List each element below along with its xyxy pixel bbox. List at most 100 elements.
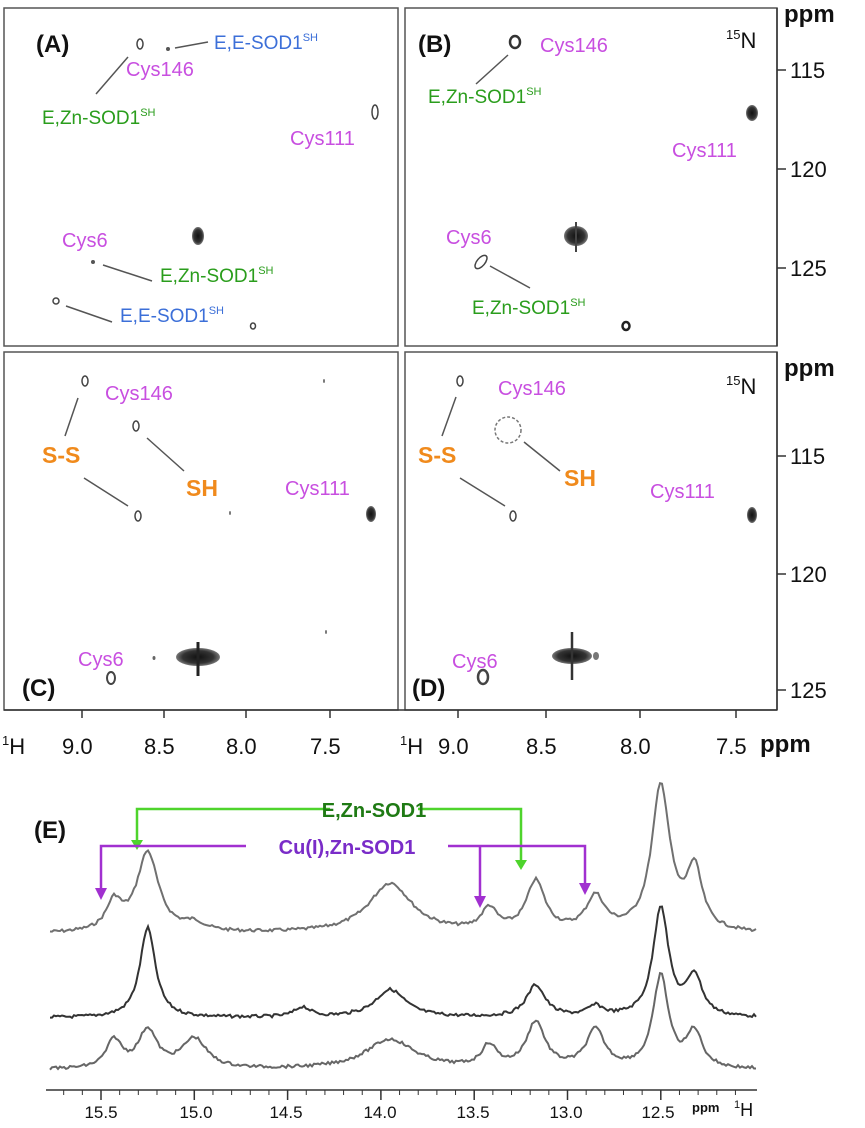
- peak-spot: [456, 375, 464, 387]
- leader-line: [475, 54, 509, 85]
- peak-spot: [323, 379, 325, 383]
- peak-spot: [366, 506, 376, 522]
- panel-b-letter: (B): [418, 31, 451, 58]
- label-ezn-sod1: E,Zn-SOD1SH: [42, 107, 156, 129]
- missing-peak-circle: [494, 416, 522, 444]
- n-tick-label: 115: [790, 444, 825, 469]
- leader-line: [64, 397, 79, 437]
- e-tick-label: 13.5: [456, 1103, 489, 1122]
- h-axis-label-left: 1H: [2, 733, 25, 759]
- panel-a-letter: (A): [36, 31, 69, 58]
- leader-line: [174, 41, 209, 49]
- n-axis-unit: ppm: [784, 1, 835, 28]
- h-axis: 1H 1H 9.0 8.5 8.0 7.5 9.0 8.5 8.0 7.5 pp…: [2, 709, 811, 759]
- panel-e: (E) E,Zn-SOD1 Cu(I),Zn-SOD1 15.5 15.: [34, 781, 757, 1122]
- peak-spot: [621, 320, 631, 332]
- label-ee-sod1: E,E-SOD1SH: [214, 32, 318, 54]
- panel-d-letter: (D): [412, 675, 445, 702]
- leader-line: [441, 396, 457, 437]
- bracket-cuzn: Cu(I),Zn-SOD1: [95, 837, 591, 908]
- label-sh: SH: [186, 475, 218, 501]
- peak-spot: [747, 507, 757, 523]
- n-axis-bottom: ppm 115 120 125: [776, 352, 835, 710]
- label-sh: SH: [564, 465, 596, 491]
- panel-a-frame: [3, 7, 399, 347]
- peak-spot: [106, 671, 116, 685]
- arrowhead: [95, 888, 107, 900]
- leader-line: [102, 264, 153, 282]
- spectrum-trace-middle: [50, 905, 757, 1020]
- e-tick-label: 13.0: [549, 1103, 582, 1122]
- peak-spot: [91, 260, 95, 264]
- peak-spot: [134, 510, 142, 522]
- h-tick-label: 8.5: [526, 734, 557, 759]
- spectrum-trace-top: [49, 781, 757, 934]
- n-tick-label: 125: [790, 256, 827, 281]
- peak-spot: [509, 510, 517, 522]
- e-tick-label: 15.0: [179, 1103, 212, 1122]
- peak-spot: [132, 420, 140, 432]
- peak-spot: [166, 47, 170, 51]
- n-axis-label: 15N: [726, 373, 756, 399]
- n-axis-label: 15N: [726, 27, 756, 53]
- peak-spot: [192, 227, 204, 245]
- peak-spot: [508, 34, 522, 50]
- label-cys146: Cys146: [540, 35, 608, 57]
- e-major-ticks: [100, 1090, 662, 1100]
- leader-line: [489, 265, 531, 289]
- leader-line: [523, 441, 561, 472]
- peak-spot: [249, 322, 257, 330]
- leader-line: [83, 477, 129, 507]
- n-tick-label: 125: [790, 678, 827, 703]
- peak-spot: [229, 511, 231, 515]
- label-cys6: Cys6: [62, 230, 108, 252]
- n-tick-label: 120: [790, 562, 827, 587]
- h-tick-label: 8.0: [620, 734, 651, 759]
- peak-spot: [746, 105, 758, 121]
- n-axis-top: ppm 115 120 125: [776, 1, 835, 346]
- panel-e-letter: (E): [34, 817, 66, 844]
- label-ss: S-S: [42, 442, 80, 468]
- h-tick-label: 8.0: [226, 734, 257, 759]
- h-axis-unit: ppm: [760, 731, 811, 758]
- panel-b: 15N Cys146 E,Zn-SOD1SH Cys111 Cys6 E,Zn-…: [428, 27, 758, 332]
- bracket-ezn: E,Zn-SOD1: [131, 800, 527, 870]
- peak-spot: [371, 104, 379, 120]
- panel-c-letter: (C): [22, 675, 55, 702]
- bracket-line: [448, 844, 587, 885]
- panel-d: 15N Cys146 S-S SH Cys111 Cys6: [418, 373, 757, 686]
- e-axis-unit: ppm: [692, 1100, 719, 1115]
- label-cys111: Cys111: [290, 128, 355, 150]
- label-cys111: Cys111: [672, 140, 737, 162]
- panel-c: Cys146 S-S SH Cys111 Cys6: [42, 375, 376, 685]
- peak-spot: [474, 254, 488, 270]
- leader-line: [146, 437, 185, 472]
- e-axis-label: 1H: [734, 1099, 753, 1120]
- label-cys111: Cys111: [285, 478, 350, 500]
- arrowhead: [474, 896, 486, 908]
- label-ezn-sod1: E,Zn-SOD1SH: [428, 86, 542, 108]
- label-cys6: Cys6: [446, 227, 492, 249]
- peak-spot: [81, 375, 89, 387]
- h-tick-label: 9.0: [62, 734, 93, 759]
- label-cys111: Cys111: [650, 481, 715, 503]
- h-axis-label-mid: 1H: [400, 733, 423, 759]
- n-tick-label: 120: [790, 157, 827, 182]
- label-cys6: Cys6: [78, 649, 124, 671]
- leader-line: [65, 305, 113, 323]
- label-ezn-sod1: E,Zn-SOD1SH: [160, 265, 274, 287]
- h-tick-label: 7.5: [716, 734, 747, 759]
- e-tick-label: 15.5: [84, 1103, 117, 1122]
- peak-spot: [52, 297, 60, 305]
- label-ee-sod1: E,E-SOD1SH: [120, 305, 224, 327]
- arrowhead: [579, 883, 591, 895]
- h-tick-label: 9.0: [438, 734, 469, 759]
- peak-spot: [136, 38, 144, 50]
- e-tick-label: 14.0: [363, 1103, 396, 1122]
- peak-spot: [476, 668, 490, 686]
- arrowhead: [515, 860, 527, 870]
- h-tick-label: 7.5: [310, 734, 341, 759]
- label-ezn-sod1: E,Zn-SOD1SH: [472, 297, 586, 319]
- bracket-purple-label: Cu(I),Zn-SOD1: [279, 837, 416, 859]
